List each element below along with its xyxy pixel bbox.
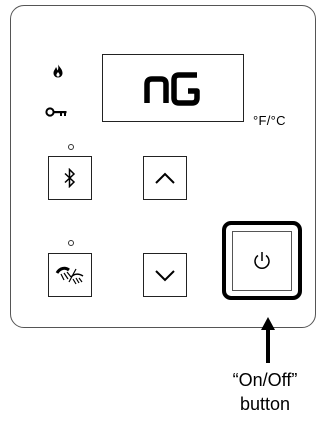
unit-label: °F/°C — [253, 113, 286, 128]
spray-icon — [55, 266, 84, 285]
callout-line-2: button — [239, 394, 291, 414]
power-icon — [254, 252, 270, 269]
chevron-down-icon — [155, 270, 175, 282]
bluetooth-icon — [64, 168, 76, 188]
bluetooth-button[interactable] — [48, 156, 92, 200]
spray-button[interactable] — [48, 253, 92, 297]
down-button[interactable] — [143, 253, 187, 297]
flame-icon — [53, 64, 63, 78]
chevron-up-icon — [155, 172, 175, 184]
up-button[interactable] — [143, 156, 187, 200]
callout-label: “On/Off” button — [205, 368, 325, 416]
error-code-display: nG — [102, 54, 244, 122]
callout-line-1: “On/Off” — [232, 370, 298, 390]
bluetooth-led — [68, 144, 74, 150]
spray-led — [68, 240, 74, 246]
arrow-up-icon — [261, 317, 275, 363]
key-icon — [45, 107, 67, 117]
error-code-text: nG — [144, 72, 200, 106]
power-button[interactable] — [232, 231, 292, 291]
power-button-highlight — [222, 221, 302, 300]
